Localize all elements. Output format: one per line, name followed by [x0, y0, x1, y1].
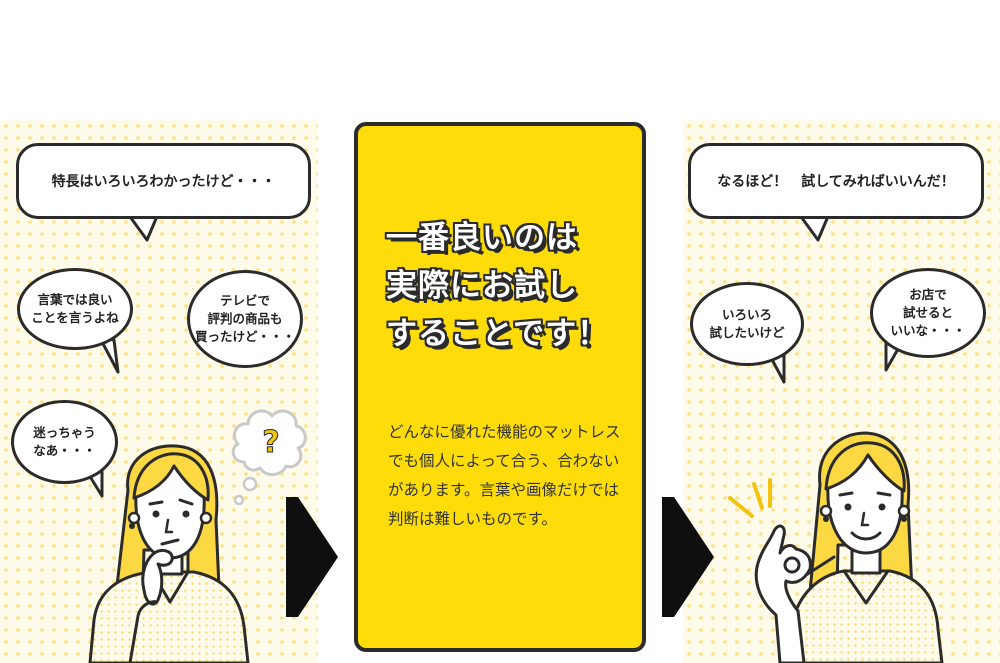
thinking-woman-illustration	[88, 444, 250, 663]
speech-bubble-tv-text: テレビで 評判の商品も 買ったけど・・・	[194, 292, 295, 345]
chevron-arrow-right-icon	[662, 497, 714, 617]
speech-bubble-shop-text: お店で 試せると いいな・・・	[890, 286, 966, 339]
ok-sign-woman-illustration	[754, 431, 944, 663]
speech-bubble-words-text: 言葉では良い ことを言うよね	[31, 291, 119, 325]
card-body-text: どんなに優れた機能のマットレスでも個人によって合う、合わないがあります。言葉や画…	[388, 423, 621, 528]
card-headline: 一番良いのは 実際にお試し することです！	[386, 220, 610, 352]
speech-bubble-words: 言葉では良い ことを言うよね	[17, 268, 133, 350]
thought-question-mark: ?	[262, 425, 279, 460]
sparkle-lines-icon	[728, 478, 772, 518]
speech-bubble-features-text: 特長はいろいろわかったけど・・・	[51, 174, 276, 190]
speech-bubble-realize: なるほど！ 試してみればいいんだ！	[688, 143, 984, 219]
speech-bubble-realize-text: なるほど！ 試してみればいいんだ！	[717, 174, 955, 190]
speech-bubble-lost: 迷っちゃう なあ・・・	[11, 400, 118, 484]
speech-bubble-features: 特長はいろいろわかったけど・・・	[16, 143, 311, 219]
speech-bubble-lost-text: 迷っちゃう なあ・・・	[33, 424, 96, 458]
speech-bubble-try: いろいろ 試したいけど	[690, 282, 804, 366]
speech-bubble-shop: お店で 試せると いいな・・・	[870, 268, 986, 358]
question-thought-icon: ?	[231, 409, 307, 506]
center-message-card: 一番良いのは 実際にお試し することです！ どんなに優れた機能のマットレスでも個…	[354, 122, 646, 652]
chevron-arrow-right-icon	[286, 497, 338, 617]
speech-bubble-tv: テレビで 評判の商品も 買ったけど・・・	[187, 270, 303, 368]
speech-bubble-try-text: いろいろ 試したいけど	[709, 306, 785, 340]
